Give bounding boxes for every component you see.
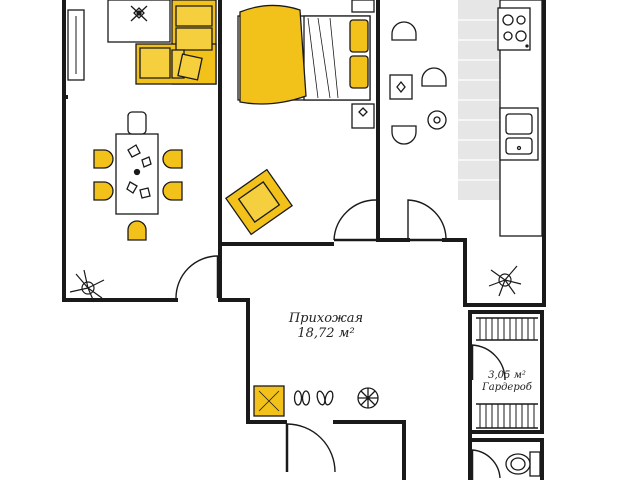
door-icon <box>175 199 506 480</box>
sink-icon <box>499 107 539 161</box>
sofa-icon <box>135 0 217 85</box>
shoes-icon <box>293 390 334 406</box>
dining-table-icon <box>115 111 159 215</box>
armchair-icon <box>224 168 294 236</box>
kitchen-furniture <box>389 0 543 297</box>
coffee-table-decor-icon <box>130 5 148 22</box>
wardrobe-label: 3,05 м² Гардероб <box>474 370 540 393</box>
hallway-name: Прихожая <box>288 311 364 326</box>
stove-icon <box>497 7 531 51</box>
wardrobe-name: Гардероб <box>482 381 532 393</box>
wardrobe-area: 3,05 м² <box>488 370 526 381</box>
hallway-furniture <box>253 385 379 417</box>
plant-icon <box>488 265 522 297</box>
dining-chair-icon <box>93 149 183 241</box>
kitchen-table-icon <box>389 21 447 145</box>
plant-icon <box>69 269 105 303</box>
plant-icon <box>357 387 379 409</box>
pouf-icon <box>253 385 285 417</box>
toilet-icon <box>505 451 541 477</box>
walls <box>62 0 546 480</box>
bed-icon <box>237 4 371 105</box>
bedroom-furniture <box>224 0 375 236</box>
living-room-furniture <box>67 0 217 303</box>
wardrobe-rails <box>476 317 538 429</box>
hallway-area: 18,72 м² <box>297 325 355 341</box>
hallway-label: Прихожая 18,72 м² <box>266 311 386 342</box>
